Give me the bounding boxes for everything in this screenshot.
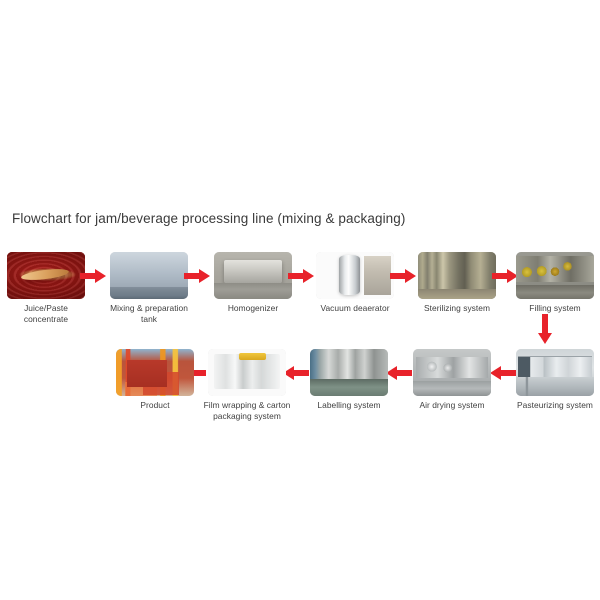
node-label-line-2: tank: [140, 313, 158, 324]
arrow-homogenizer-to-deaerator-icon: [288, 269, 314, 283]
node-label-line-1: Vacuum deaerator: [320, 303, 390, 313]
node-labelling-system[interactable]: Labelling system: [308, 349, 390, 411]
node-label-line-1: Filling system: [529, 303, 581, 313]
node-label: Sterilizing system: [416, 303, 498, 314]
labelling-system-thumbnail: [310, 349, 388, 396]
node-label: Film wrapping & carton packaging system: [204, 400, 291, 421]
node-juice-paste-concentrate[interactable]: Juice/Paste concentrate: [5, 252, 87, 324]
node-label-line-1: Pasteurizing system: [517, 400, 593, 410]
node-mixing-preparation-tank[interactable]: Mixing & preparation tank: [108, 252, 190, 324]
arrow-mixing-to-homogenizer-icon: [184, 269, 210, 283]
arrow-labelling-to-film-wrapping-icon: [283, 366, 309, 380]
node-label-line-2: packaging system: [213, 410, 281, 421]
filling-system-thumbnail: [516, 252, 594, 299]
node-label-line-1: Labelling system: [317, 400, 381, 410]
node-label: Labelling system: [308, 400, 390, 411]
node-homogenizer[interactable]: Homogenizer: [212, 252, 294, 314]
node-label: Juice/Paste concentrate: [5, 303, 87, 324]
node-label-line-1: Sterilizing system: [423, 303, 491, 313]
juice-paste-concentrate-thumbnail: [7, 252, 85, 299]
node-sterilizing-system[interactable]: Sterilizing system: [416, 252, 498, 314]
arrow-deaerator-to-sterilizing-icon: [390, 269, 416, 283]
node-label-line-1: Product: [140, 400, 170, 410]
film-wrapping-carton-packaging-system-thumbnail: [208, 349, 286, 396]
node-label: Mixing & preparation tank: [108, 303, 190, 324]
node-label-line-1: Juice/Paste: [24, 303, 68, 313]
node-label: Homogenizer: [212, 303, 294, 314]
page-title: Flowchart for jam/beverage processing li…: [12, 211, 406, 226]
arrow-air-drying-to-labelling-icon: [386, 366, 412, 380]
node-vacuum-deaerator[interactable]: Vacuum deaerator: [314, 252, 396, 314]
node-label: Pasteurizing system: [514, 400, 596, 411]
node-label-line-2: concentrate: [23, 313, 69, 324]
arrow-filling-to-pasteurizing-icon: [538, 314, 552, 344]
node-label-line-1: Mixing & preparation: [110, 303, 188, 313]
vacuum-deaerator-thumbnail: [316, 252, 394, 299]
node-label: Air drying system: [411, 400, 493, 411]
arrow-juice-to-mixing-icon: [80, 269, 106, 283]
sterilizing-system-thumbnail: [418, 252, 496, 299]
product-thumbnail: [116, 349, 194, 396]
node-label-line-1: Film wrapping & carton: [203, 400, 291, 410]
node-product[interactable]: Product: [114, 349, 196, 411]
arrow-pasteurizing-to-air-drying-icon: [490, 366, 516, 380]
node-air-drying-system[interactable]: Air drying system: [411, 349, 493, 411]
arrow-sterilizing-to-filling-icon: [492, 269, 518, 283]
node-label-line-1: Air drying system: [419, 400, 485, 410]
pasteurizing-system-thumbnail: [516, 349, 594, 396]
homogenizer-thumbnail: [214, 252, 292, 299]
node-label-line-1: Homogenizer: [227, 303, 279, 313]
node-pasteurizing-system[interactable]: Pasteurizing system: [514, 349, 596, 411]
node-label: Filling system: [514, 303, 596, 314]
node-filling-system[interactable]: Filling system: [514, 252, 596, 314]
node-film-wrapping-carton-packaging-system[interactable]: Film wrapping & carton packaging system: [204, 349, 291, 421]
node-label: Vacuum deaerator: [314, 303, 396, 314]
air-drying-system-thumbnail: [413, 349, 491, 396]
node-label: Product: [114, 400, 196, 411]
mixing-preparation-tank-thumbnail: [110, 252, 188, 299]
